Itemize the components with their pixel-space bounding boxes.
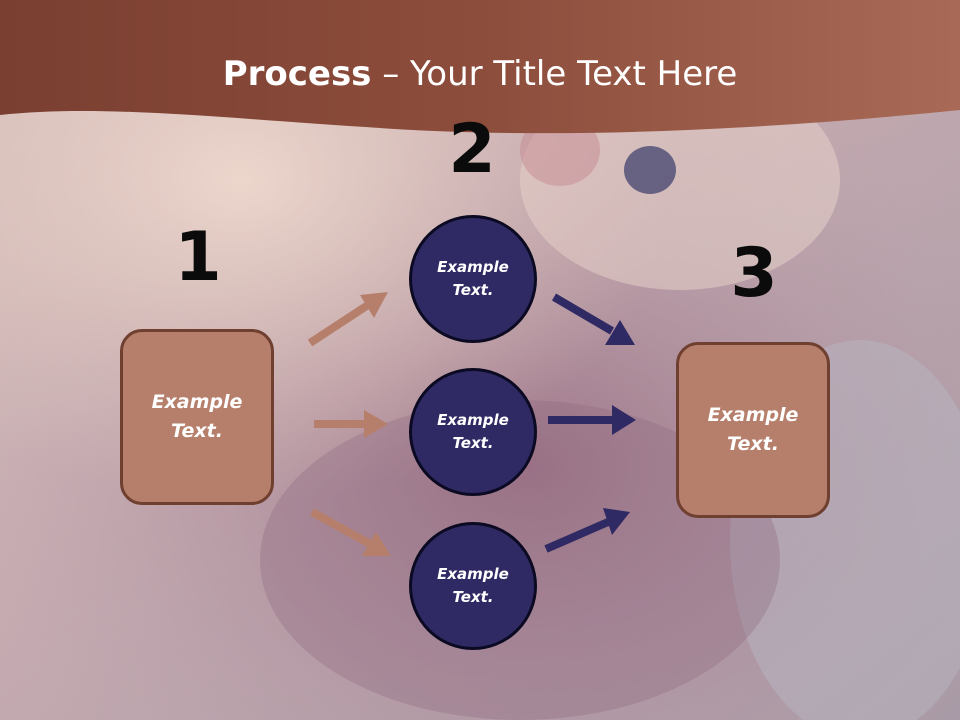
step-number-1: 1 [174, 218, 222, 297]
circle-top[interactable]: Example Text. [409, 215, 537, 343]
circle-top-text: Example Text. [437, 258, 509, 299]
circle-middle-text: Example Text. [437, 411, 509, 452]
circle-bottom[interactable]: Example Text. [409, 522, 537, 650]
title-rest: – Your Title Text Here [371, 54, 738, 94]
right-box[interactable]: Example Text. [676, 342, 830, 518]
left-box[interactable]: Example Text. [120, 329, 274, 505]
header-band [0, 0, 960, 134]
right-box-text: Example Text. [707, 404, 799, 455]
title-strong: Process [222, 54, 372, 94]
left-box-text: Example Text. [151, 391, 243, 442]
step-number-2: 2 [448, 110, 496, 189]
page-title: Process – Your Title Text Here [0, 52, 960, 96]
circle-bottom-text: Example Text. [437, 565, 509, 606]
circle-middle[interactable]: Example Text. [409, 368, 537, 496]
step-number-3: 3 [730, 234, 778, 313]
